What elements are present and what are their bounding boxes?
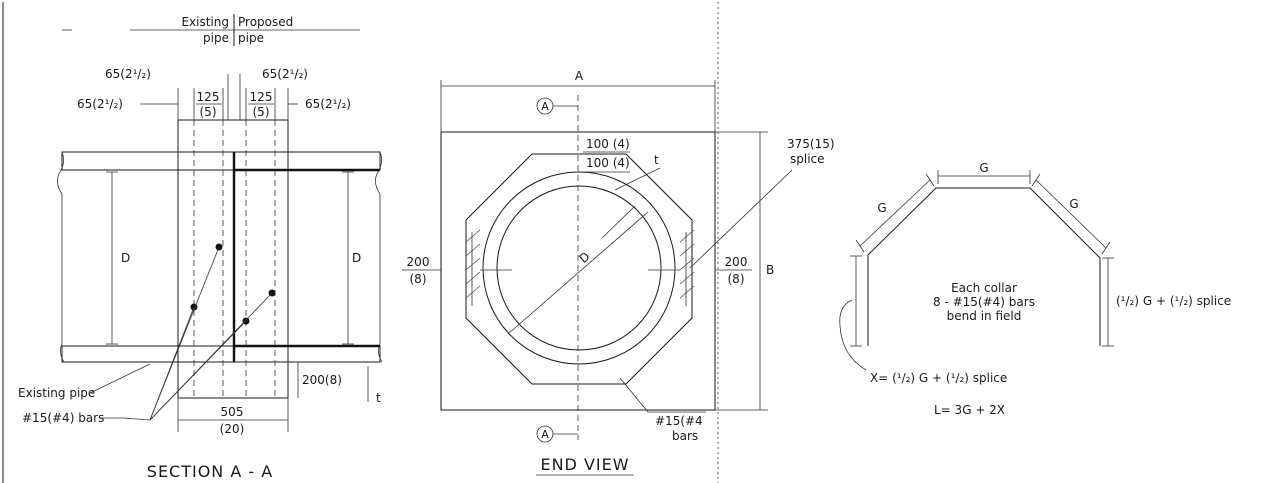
splice-callout-375: 375(15) [787,137,835,151]
leg-dimension: (¹/₂) G + (¹/₂) splice [1116,294,1231,308]
dim-D-end: D [576,249,592,266]
proposed-pipe-label: pipe [238,31,264,45]
dim-20: (20) [220,422,245,436]
existing-label: Existing [181,15,229,29]
section-marker-top-label: A [541,100,549,113]
dim-100-4-a: 100 (4) [586,137,630,151]
dim-65-left: 65(2¹/₂) [77,97,123,111]
dim-200-right: 200 [725,255,748,269]
dim-200-8: 200(8) [302,373,342,387]
dim-65-right: 65(2¹/₂) [305,97,351,111]
dim-8-left: (8) [410,272,427,286]
splice-callout-label: splice [790,152,825,166]
bars-callout: #15(#4) bars [22,411,104,425]
dim-5-right: (5) [253,105,270,119]
existing-pipe-callout: Existing pipe [18,386,95,400]
note-each-collar: Each collar [951,281,1017,295]
splice-hatch-right [679,229,695,306]
end-view-title: END VIEW [540,455,629,474]
section-marker-bottom-label: A [541,428,549,441]
note-bars: 8 - #15(#4) bars [933,295,1035,309]
dim-125-left: 125 [197,90,220,104]
dim-B: B [766,263,774,277]
end-bars-callout: #15(#4 [655,414,703,428]
note-bend: bend in field [947,309,1022,323]
end-view: A A A 100 (4) 100 (4) t D [402,69,835,476]
dim-G-left: G [877,201,886,215]
dim-200-left: 200 [407,255,430,269]
dim-G-top: G [979,161,988,175]
sheet-border [2,2,719,483]
dim-125-right: 125 [250,90,273,104]
dim-8-right: (8) [728,272,745,286]
dim-t-end: t [654,153,659,167]
x-formula: X= (¹/₂) G + (¹/₂) splice [870,371,1007,385]
dim-100-4-b: 100 (4) [586,156,630,170]
dim-65-left-top: 65(2¹/₂) [105,67,151,81]
dim-D-right: D [352,251,361,265]
dim-5-left: (5) [200,105,217,119]
dim-A: A [575,69,584,83]
dim-505: 505 [221,405,244,419]
proposed-label: Proposed [238,15,293,29]
existing-pipe-label: pipe [203,31,229,45]
l-formula: L= 3G + 2X [934,403,1005,417]
section-a-a-view: Existing pipe Proposed pipe 65(2¹/₂) 65(… [18,14,383,481]
dim-65-right-top: 65(2¹/₂) [262,67,308,81]
dim-D-left: D [121,251,130,265]
dim-G-right: G [1069,197,1078,211]
dim-t-section: t [376,391,381,405]
section-title: SECTION A - A [147,462,273,481]
splice-hatch-left [465,229,481,306]
end-bars-label: bars [672,429,698,443]
collar-bar-detail: G G G (¹/₂) G + (¹/₂) splice Each collar… [839,161,1231,417]
